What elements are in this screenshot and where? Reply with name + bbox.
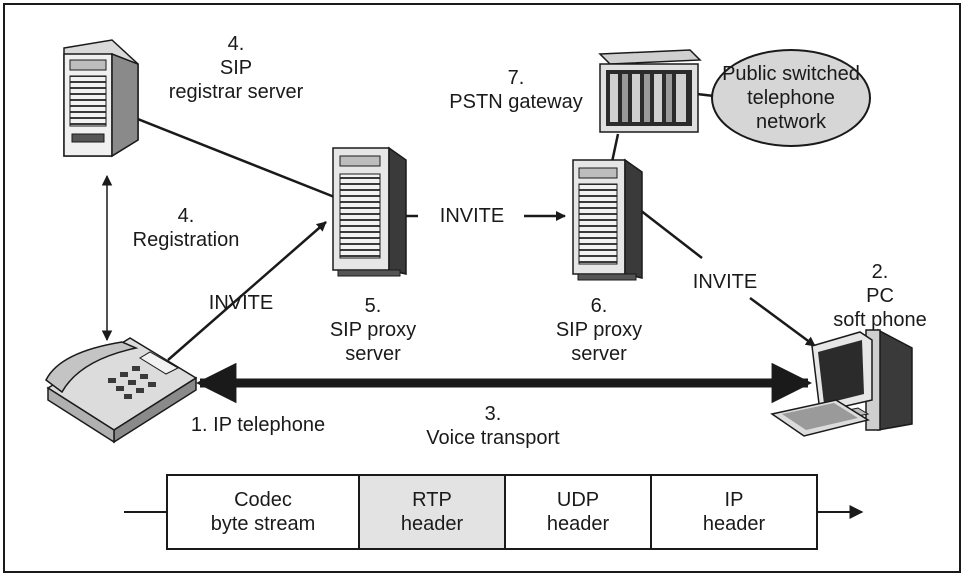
ip-telephone-label: 1. IP telephone bbox=[191, 413, 325, 437]
pstn-cloud-label: Public switched telephone network bbox=[722, 62, 860, 134]
registration-line1: Registration bbox=[132, 229, 240, 251]
gateway-number: 7. bbox=[507, 67, 525, 89]
udp-line2: header bbox=[546, 513, 610, 535]
ip-telephone-icon bbox=[45, 337, 198, 444]
pc-icon bbox=[770, 328, 913, 437]
packet-cell-ip: IP header bbox=[650, 474, 818, 550]
registrar-line2: registrar server bbox=[168, 81, 304, 103]
ip-line2: header bbox=[702, 513, 766, 535]
invite-proxy-text: INVITE bbox=[439, 205, 505, 227]
proxy2-line2: server bbox=[571, 343, 627, 365]
registration-number: 4. bbox=[177, 205, 195, 227]
proxy2-to-pc-arrow-top bbox=[639, 209, 703, 259]
proxy2-to-pc-arrow bbox=[749, 296, 816, 348]
proxy2-line1: SIP proxy bbox=[555, 319, 643, 341]
diagram-frame bbox=[3, 3, 961, 573]
ip-telephone-text: 1. IP telephone bbox=[190, 414, 326, 436]
proxy1-label: 5. SIP proxy server bbox=[330, 294, 416, 366]
registrar-server-icon bbox=[63, 39, 139, 158]
codec-line2: byte stream bbox=[210, 513, 316, 535]
packet-cell-udp: UDP header bbox=[504, 474, 652, 550]
registration-label: 4. Registration bbox=[133, 204, 240, 252]
codec-line1: Codec bbox=[234, 489, 292, 511]
proxy1-line1: SIP proxy bbox=[329, 319, 417, 341]
pstn-cloud bbox=[711, 49, 871, 147]
cloud-line1: Public switched bbox=[722, 63, 860, 85]
packet-cell-rtp: RTP header bbox=[358, 474, 506, 550]
invite-pc-label: INVITE bbox=[693, 270, 757, 294]
pc-number: 2. bbox=[871, 261, 889, 283]
gateway-label: 7. PSTN gateway bbox=[449, 66, 582, 114]
rtp-line2: header bbox=[400, 513, 464, 535]
voice-number: 3. bbox=[484, 403, 502, 425]
invite-pc-text: INVITE bbox=[692, 271, 758, 293]
pstn-gateway-icon bbox=[598, 49, 702, 133]
proxy2-number: 6. bbox=[590, 295, 608, 317]
voice-transport-label: 3. Voice transport bbox=[426, 402, 559, 450]
gateway-line1: PSTN gateway bbox=[449, 91, 583, 113]
voice-line1: Voice transport bbox=[426, 427, 560, 449]
pc-line1: PC bbox=[866, 285, 894, 307]
registrar-proxy-link bbox=[119, 110, 343, 202]
cloud-line3: network bbox=[755, 111, 827, 133]
packet-cell-codec: Codec byte stream bbox=[166, 474, 360, 550]
invite-proxy-label: INVITE bbox=[440, 204, 504, 228]
registrar-label: 4. SIP registrar server bbox=[169, 32, 303, 104]
proxy2-to-gateway-link bbox=[610, 133, 620, 163]
cloud-line2: telephone bbox=[747, 87, 835, 109]
phone-to-proxy1-arrow bbox=[167, 221, 327, 361]
registrar-line1: SIP bbox=[219, 57, 253, 79]
pc-line2: soft phone bbox=[833, 309, 927, 331]
ip-line1: IP bbox=[724, 489, 744, 511]
proxy1-number: 5. bbox=[364, 295, 382, 317]
proxy1-line2: server bbox=[345, 343, 401, 365]
proxy2-label: 6. SIP proxy server bbox=[556, 294, 642, 366]
invite-phone-label: INVITE bbox=[209, 291, 273, 315]
udp-line1: UDP bbox=[556, 489, 600, 511]
pc-label: 2. PC soft phone bbox=[833, 260, 926, 332]
proxy-server-6-icon bbox=[572, 158, 643, 281]
rtp-line1: RTP bbox=[412, 489, 452, 511]
proxy-server-5-icon bbox=[332, 146, 407, 277]
registrar-number: 4. bbox=[227, 33, 245, 55]
invite-phone-text: INVITE bbox=[208, 292, 274, 314]
